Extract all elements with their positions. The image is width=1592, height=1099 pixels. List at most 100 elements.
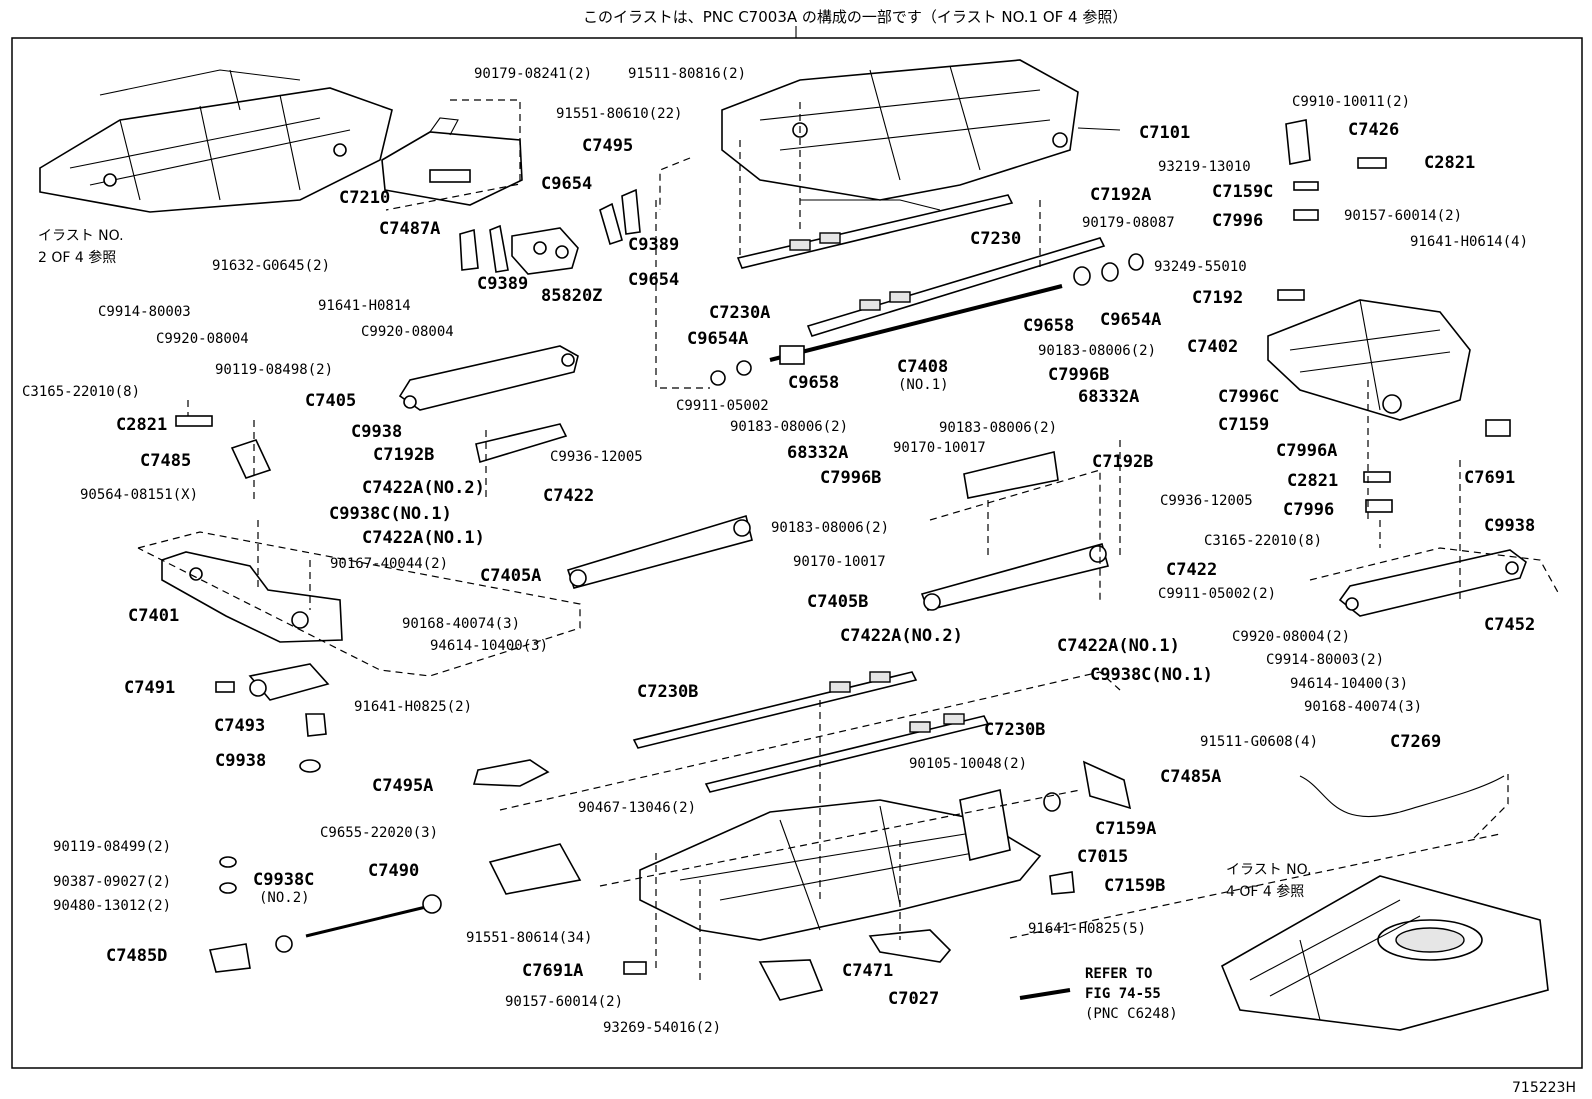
seat-track-ref-4 — [1220, 875, 1549, 1031]
part-label-l112: 91551-80614(34) — [466, 930, 592, 946]
part-label-l02: 91511-80816(2) — [628, 66, 746, 82]
part-label-l27: 91641-H0814 — [318, 298, 411, 314]
switch-c7471 — [758, 959, 824, 1001]
part-label-l55: C7996A — [1276, 441, 1337, 461]
part-label-l116: C7027 — [888, 989, 939, 1009]
motor-c7490 — [275, 843, 582, 953]
part-label-l13: C7210 — [339, 188, 390, 208]
ring-c7159a — [1043, 792, 1061, 812]
part-label-l08: C7495 — [582, 136, 633, 156]
part-label-l102: C9655-22020(3) — [320, 825, 438, 841]
part-label-l103: 90119-08499(2) — [53, 839, 171, 855]
motor-c7491 — [215, 663, 330, 701]
part-label-l74: C7422 — [1166, 560, 1217, 580]
part-label-l41: C3165-22010(8) — [22, 384, 140, 400]
link-arm-c7405 — [398, 345, 579, 411]
refer-note-line2: FIG 74-55 — [1085, 986, 1161, 1002]
link-arm-c7405b — [920, 543, 1109, 611]
shim-c2821-left — [175, 415, 213, 427]
part-label-l113: C7485D — [106, 946, 167, 966]
cap-c7493 — [305, 713, 327, 737]
part-label-l29: C7230A — [709, 303, 770, 323]
part-label-l81: C9920-08004(2) — [1232, 629, 1350, 645]
part-label-l79: 90168-40074(3) — [402, 616, 520, 632]
part-label-l70: C3165-22010(8) — [1204, 533, 1322, 549]
seat-frame-ref-2 — [39, 69, 393, 213]
illust-ref-2-line2: 2 OF 4 参照 — [38, 249, 116, 266]
part-label-l42: C9658 — [788, 373, 839, 393]
refer-note-line3: (PNC C6248) — [1085, 1006, 1178, 1022]
bracket-c9389-right — [599, 202, 623, 246]
part-label-l104: C7015 — [1077, 847, 1128, 867]
bracket-c7495a — [472, 759, 550, 787]
part-label-l90: 90168-40074(3) — [1304, 699, 1422, 715]
part-label-l83: C7422A(NO.1) — [1057, 636, 1180, 656]
part-label-l49: 90183-08006(2) — [730, 419, 848, 435]
shim-c2821-mid — [1363, 471, 1391, 483]
part-label-l75: C7405A — [480, 566, 541, 586]
washer-90387 — [219, 856, 237, 868]
part-label-l110: 90480-13012(2) — [53, 898, 171, 914]
part-label-l108: C7159B — [1104, 876, 1165, 896]
part-label-l100: 90467-13046(2) — [578, 800, 696, 816]
part-label-l34: C9654A — [687, 329, 748, 349]
part-label-l10: C9654 — [541, 174, 592, 194]
part-label-l28: C9914-80003 — [98, 304, 191, 320]
part-label-l72: 90167-40044(2) — [330, 556, 448, 572]
washer-90480 — [219, 882, 237, 894]
plate-c7192 — [1277, 289, 1305, 301]
part-label-l48: C7159 — [1218, 415, 1269, 435]
part-label-l65: C9936-12005 — [1160, 493, 1253, 509]
part-label-l03: 91551-80610(22) — [556, 106, 682, 122]
part-label-l54: 68332A — [787, 443, 848, 463]
part-label-l32: C9920-08004 — [361, 324, 454, 340]
part-label-l26: C7192 — [1192, 288, 1243, 308]
part-label-l111: 91641-H0825(5) — [1028, 921, 1146, 937]
part-label-l117: 90157-60014(2) — [505, 994, 623, 1010]
part-label-l89: C7230B — [637, 682, 698, 702]
link-arm-c7405a — [566, 514, 753, 589]
illust-ref-2-line1: イラスト NO. — [38, 228, 124, 244]
part-label-l25: 85820Z — [541, 286, 602, 306]
part-label-l78: C7401 — [128, 606, 179, 626]
bracket-c7027 — [868, 929, 952, 963]
rail-c7230 — [736, 194, 1014, 269]
part-label-l62: C7422A(NO.2) — [362, 478, 485, 498]
plate-c7426 — [1285, 119, 1311, 165]
part-label-l95: 91511-G0608(4) — [1200, 734, 1318, 750]
rail-c7230a — [806, 237, 1106, 337]
part-label-l68: 90183-08006(2) — [771, 520, 889, 536]
diagram-border — [11, 37, 1583, 1069]
part-label-l97: 90105-10048(2) — [909, 756, 1027, 772]
bracket-c7495 — [621, 188, 641, 235]
part-label-l69: C9938 — [1484, 516, 1535, 536]
part-label-l38: C7408 — [897, 357, 948, 377]
shim-c2821-top — [1357, 157, 1387, 169]
part-label-l06: C7426 — [1348, 120, 1399, 140]
part-label-l118: 93269-54016(2) — [603, 1020, 721, 1036]
part-label-l84: 94614-10400(3) — [430, 638, 548, 654]
bracket-c7487a — [459, 228, 479, 271]
part-label-l19: C7230 — [970, 229, 1021, 249]
part-label-l05: C9910-10011(2) — [1292, 94, 1410, 110]
part-label-l04: C7101 — [1139, 123, 1190, 143]
rail-c7230b-lower — [704, 713, 990, 793]
part-label-l58: C7485 — [140, 451, 191, 471]
part-label-l39: (NO.1) — [898, 377, 949, 393]
part-label-l43: 68332A — [1078, 387, 1139, 407]
part-label-l47: C2821 — [116, 415, 167, 435]
part-label-l96: C9938 — [215, 751, 266, 771]
bracket-c7210 — [381, 117, 523, 206]
part-label-l57: C7192B — [1092, 452, 1153, 472]
part-label-l98: C7485A — [1160, 767, 1221, 787]
bracket-c7485d — [208, 943, 251, 973]
part-label-l92: C7493 — [214, 716, 265, 736]
part-label-l50: 90183-08006(2) — [939, 420, 1057, 436]
bracket-c7485 — [230, 439, 272, 479]
part-label-l23: C9389 — [477, 274, 528, 294]
base-frame-c7015 — [639, 789, 1042, 941]
rail-c7230b-upper — [632, 671, 918, 749]
part-label-l16: 90157-60014(2) — [1344, 208, 1462, 224]
part-label-l22: 93249-55010 — [1154, 259, 1247, 275]
